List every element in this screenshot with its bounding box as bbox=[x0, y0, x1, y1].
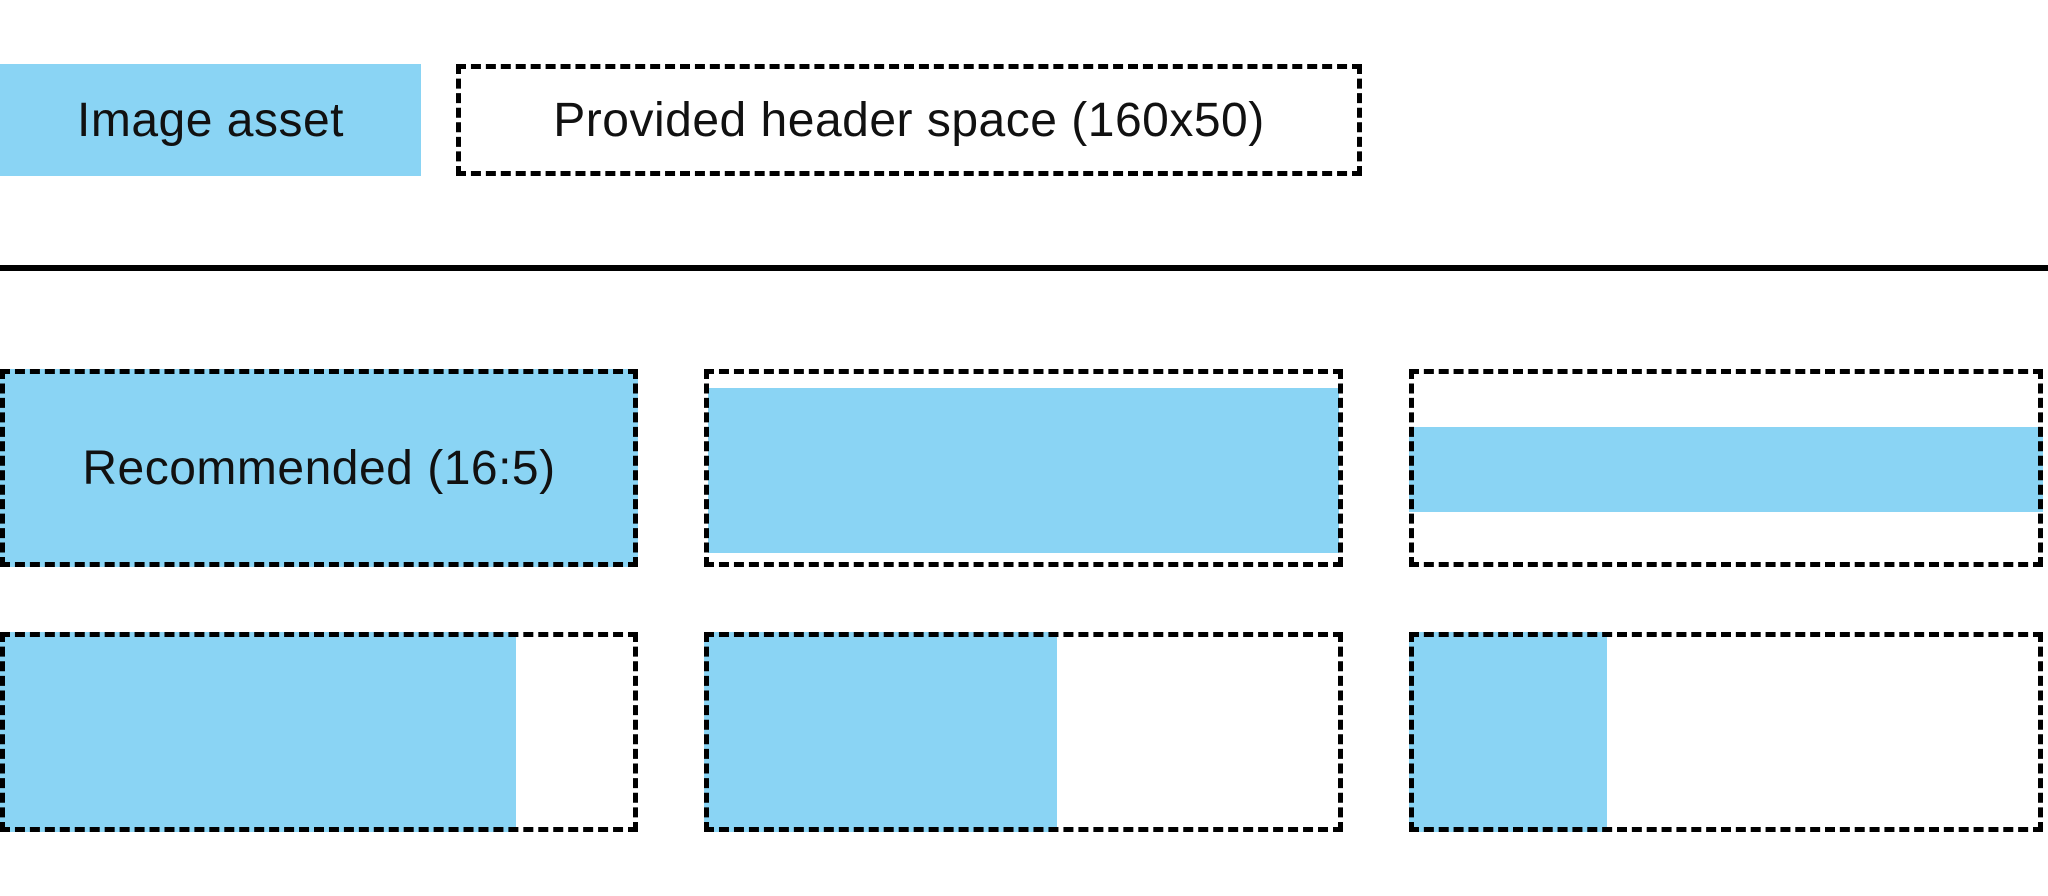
asset-fill bbox=[0, 369, 638, 567]
legend-image-asset-label: Image asset bbox=[77, 93, 344, 147]
example-tall-asset-large-right-gap bbox=[0, 632, 638, 832]
legend-image-asset-swatch: Image asset bbox=[0, 64, 421, 176]
asset-fill bbox=[1409, 427, 2043, 512]
example-wide-asset-letterboxed bbox=[704, 369, 1343, 567]
example-very-wide-asset-thin-band bbox=[1409, 369, 2043, 567]
example-recommended-16x5: Recommended (16:5) bbox=[0, 369, 638, 567]
asset-fill bbox=[704, 632, 1057, 832]
asset-fill bbox=[708, 388, 1339, 553]
example-tallest-asset-narrow-fill bbox=[1409, 632, 2043, 832]
example-taller-asset-half-width bbox=[704, 632, 1343, 832]
asset-fill bbox=[1409, 632, 1607, 832]
recommended-label: Recommended (16:5) bbox=[82, 441, 556, 495]
asset-fill bbox=[0, 632, 516, 832]
legend-header-space-box: Provided header space (160x50) bbox=[456, 64, 1362, 176]
section-divider bbox=[0, 265, 2048, 271]
legend-header-space-label: Provided header space (160x50) bbox=[553, 93, 1265, 147]
